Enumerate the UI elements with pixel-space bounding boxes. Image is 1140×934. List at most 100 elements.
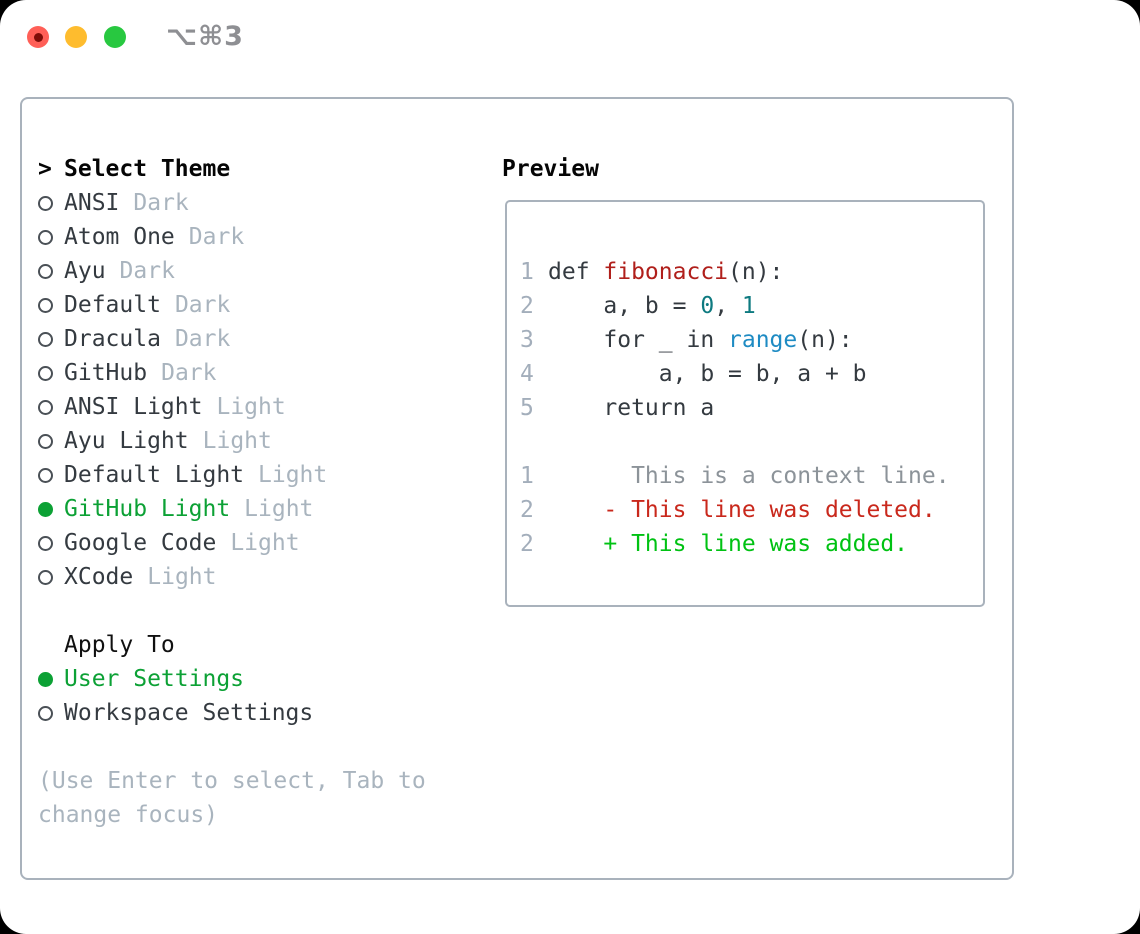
unsaved-dot-icon bbox=[33, 32, 43, 42]
code-segment: , bbox=[714, 293, 742, 319]
apply-to-option[interactable]: Workspace Settings bbox=[38, 696, 458, 730]
theme-option[interactable]: Default Light Light bbox=[38, 458, 458, 492]
theme-variant-tag: Light bbox=[244, 496, 314, 522]
diff-preview: 1 This is a context line.2 - This line w… bbox=[520, 459, 950, 561]
zoom-button[interactable] bbox=[104, 26, 126, 48]
code-text: def fibonacci(n): bbox=[548, 255, 783, 289]
radio-icon bbox=[38, 195, 53, 211]
code-line: 2 a, b = 0, 1 bbox=[520, 289, 950, 323]
line-number: 4 bbox=[520, 361, 534, 387]
theme-variant-tag: Light bbox=[230, 530, 300, 556]
code-text: return a bbox=[548, 391, 714, 425]
theme-name: ANSI Light bbox=[64, 394, 203, 420]
theme-variant-tag: Light bbox=[202, 428, 272, 454]
theme-variant-tag: Dark bbox=[174, 292, 231, 318]
cursor-icon: > bbox=[38, 156, 52, 182]
radio-marker bbox=[38, 365, 64, 381]
code-segment: (n): bbox=[728, 259, 784, 285]
theme-option[interactable]: Default Dark bbox=[38, 288, 458, 322]
diff-line-added: 2 + This line was added. bbox=[520, 527, 950, 561]
line-number: 2 bbox=[520, 531, 534, 557]
theme-variant-tag: Light bbox=[258, 462, 328, 488]
radio-icon bbox=[38, 399, 53, 415]
code-segment: 1 bbox=[741, 293, 756, 319]
radio-marker bbox=[38, 467, 64, 483]
theme-name: Atom One bbox=[64, 224, 175, 250]
spacer bbox=[38, 730, 458, 764]
radio-marker bbox=[38, 569, 64, 585]
section-title: Apply To bbox=[64, 632, 175, 658]
diff-line-context: 1 This is a context line. bbox=[520, 459, 950, 493]
theme-variant-tag: Light bbox=[147, 564, 217, 590]
theme-option[interactable]: Atom One Dark bbox=[38, 220, 458, 254]
theme-option[interactable]: Dracula Dark bbox=[38, 322, 458, 356]
radio-icon bbox=[38, 365, 53, 381]
theme-option[interactable]: Google Code Light bbox=[38, 526, 458, 560]
theme-variant-tag: Dark bbox=[161, 360, 217, 386]
spacer bbox=[520, 425, 950, 459]
code-line: 1 def fibonacci(n): bbox=[520, 255, 950, 289]
minimize-button[interactable] bbox=[65, 26, 87, 48]
option-label: Workspace Settings bbox=[64, 700, 314, 726]
theme-name: Ayu Light bbox=[64, 428, 189, 454]
theme-name: Dracula bbox=[64, 326, 161, 352]
radio-marker bbox=[38, 433, 64, 449]
code-segment: a, b = bbox=[548, 293, 701, 319]
theme-variant-tag: Dark bbox=[174, 326, 231, 352]
code-segment: (n): bbox=[797, 327, 853, 353]
theme-option[interactable]: Ayu Light Light bbox=[38, 424, 458, 458]
spacer bbox=[38, 594, 458, 628]
code-text: a, b = b, a + b bbox=[548, 357, 867, 391]
theme-name: Default bbox=[64, 292, 161, 318]
preview-title: Preview bbox=[502, 156, 599, 182]
radio-marker bbox=[38, 535, 64, 551]
line-number: 2 bbox=[520, 497, 534, 523]
theme-name: Google Code bbox=[64, 530, 217, 556]
radio-marker bbox=[38, 705, 64, 721]
radio-marker bbox=[38, 263, 64, 279]
close-button[interactable] bbox=[27, 26, 49, 48]
line-number: 5 bbox=[520, 395, 534, 421]
radio-marker bbox=[38, 297, 64, 313]
code-line: 5 return a bbox=[520, 391, 950, 425]
code-segment: for _ in bbox=[548, 327, 729, 353]
line-number: 1 bbox=[520, 259, 534, 285]
radio-marker bbox=[38, 501, 64, 517]
theme-variant-tag: Dark bbox=[119, 258, 175, 284]
theme-option[interactable]: GitHub Dark bbox=[38, 356, 458, 390]
apply-to-option[interactable]: User Settings bbox=[38, 662, 458, 696]
radio-marker bbox=[38, 399, 64, 415]
theme-variant-tag: Light bbox=[216, 394, 286, 420]
radio-selected-icon bbox=[38, 671, 53, 687]
radio-icon bbox=[38, 569, 53, 585]
window-title: ⌥⌘3 bbox=[166, 21, 244, 52]
line-number: 2 bbox=[520, 293, 534, 319]
apply-to-header: Apply To bbox=[38, 628, 458, 662]
radio-icon bbox=[38, 297, 53, 313]
diff-text: + This line was added. bbox=[548, 531, 909, 557]
code-line: 3 for _ in range(n): bbox=[520, 323, 950, 357]
select-theme-header: > Select Theme bbox=[38, 152, 458, 186]
code-segment: def bbox=[548, 259, 604, 285]
radio-marker bbox=[38, 195, 64, 211]
code-segment: fibonacci bbox=[603, 259, 729, 285]
theme-name: GitHub bbox=[64, 360, 148, 386]
diff-text: This is a context line. bbox=[548, 463, 950, 489]
theme-name: Default Light bbox=[64, 462, 245, 488]
theme-option[interactable]: ANSI Light Light bbox=[38, 390, 458, 424]
radio-icon bbox=[38, 229, 53, 245]
option-label: User Settings bbox=[64, 666, 245, 692]
theme-variant-tag: Dark bbox=[188, 224, 245, 250]
code-line: 4 a, b = b, a + b bbox=[520, 357, 950, 391]
